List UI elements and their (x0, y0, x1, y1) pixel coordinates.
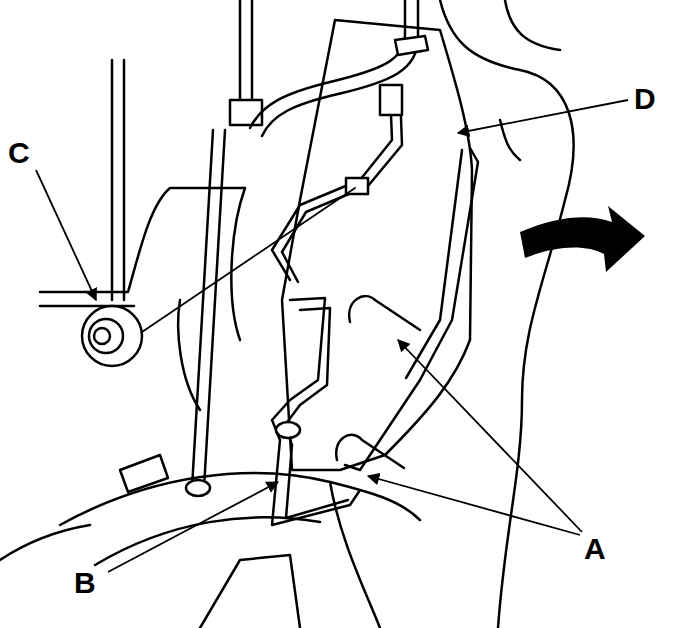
callout-letter: C (8, 138, 30, 168)
callout-letter: B (74, 568, 96, 598)
leader-lines (36, 100, 628, 572)
callout-letter: A (584, 534, 606, 564)
callout-letter: D (634, 84, 656, 114)
